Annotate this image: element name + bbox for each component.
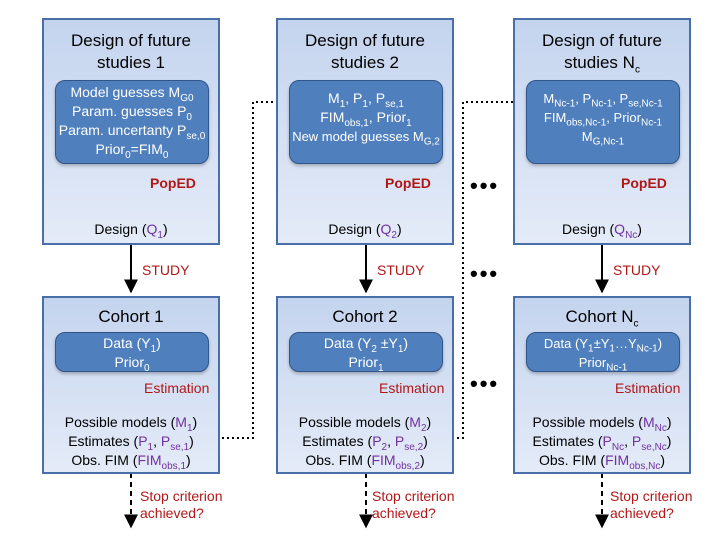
estimation-label-3: Estimation	[615, 380, 681, 396]
models-line-2: Possible models (M2)	[298, 414, 432, 434]
estimates-line-1: Estimates (P1, Pse,1)	[68, 433, 194, 453]
models-line-1: Possible models (M1)	[64, 414, 198, 434]
design-label-3: Design (QNc)	[562, 221, 642, 241]
models-line-3: Possible models (MNc)	[532, 414, 672, 434]
cohort-title-3: Cohort Nc	[565, 307, 639, 330]
inner-data-3: Data (Y1±Y1…YNc-1) PriorNc-1	[526, 332, 680, 373]
fim-line-2: Obs. FIM (FIMobs,2)	[305, 452, 425, 472]
design-label-1: Design (Q1)	[94, 221, 168, 241]
cohort-box-1: Cohort 1 Data (Y1) Prior0 Possible model…	[42, 296, 220, 474]
inner-data-1: Data (Y1) Prior0	[55, 332, 209, 373]
fim-line-1: Obs. FIM (FIMobs,1)	[71, 452, 191, 472]
design-title-2: Design of future studies 2	[304, 31, 425, 72]
estimates-line-2: Estimates (P2, Pse,2)	[302, 433, 428, 453]
popped-label-2: PopED	[385, 175, 431, 191]
estimation-label-1: Estimation	[144, 380, 210, 396]
cohort-title-1: Cohort 1	[98, 307, 164, 326]
ellipsis-cohort: •••	[470, 371, 500, 396]
popped-label-1: PopED	[150, 175, 196, 191]
inner-guesses-1: Model guesses MG0 Param. guesses P0 Para…	[55, 80, 209, 164]
cohort-box-3: Cohort Nc Data (Y1±Y1…YNc-1) PriorNc-1 P…	[513, 296, 691, 474]
study-label-1: STUDY	[142, 262, 190, 278]
ellipsis-study: •••	[470, 261, 500, 286]
cohort-title-2: Cohort 2	[332, 307, 398, 326]
popped-label-3: PopED	[621, 175, 667, 191]
inner-data-2: Data (Y2 ±Y1) Prior1	[289, 332, 443, 373]
design-title-1: Design of future studies 1	[70, 31, 191, 72]
design-box-1: Design of future studies 1 Model guesses…	[42, 18, 220, 245]
inner-guesses-3: MNc-1, PNc-1, Pse,Nc-1 FIMobs,Nc-1, Prio…	[526, 80, 680, 164]
design-title-3: Design of future studies Nc	[541, 31, 662, 76]
study-label-3: STUDY	[613, 262, 661, 278]
inner-guesses-2: M1, P1, Pse,1 FIMobs,1, Prior1 New model…	[289, 80, 443, 164]
design-box-2: Design of future studies 2 M1, P1, Pse,1…	[276, 18, 454, 245]
cohort-box-2: Cohort 2 Data (Y2 ±Y1) Prior1 Possible m…	[276, 296, 454, 474]
fim-line-3: Obs. FIM (FIMobs,Nc)	[538, 452, 666, 472]
estimates-line-3: Estimates (PNc, Pse,Nc)	[532, 433, 672, 453]
estimation-label-2: Estimation	[379, 380, 445, 396]
study-label-2: STUDY	[377, 262, 425, 278]
design-box-3: Design of future studies Nc MNc-1, PNc-1…	[513, 18, 691, 245]
design-label-2: Design (Q2)	[328, 221, 402, 241]
ellipsis-design: •••	[470, 173, 500, 198]
